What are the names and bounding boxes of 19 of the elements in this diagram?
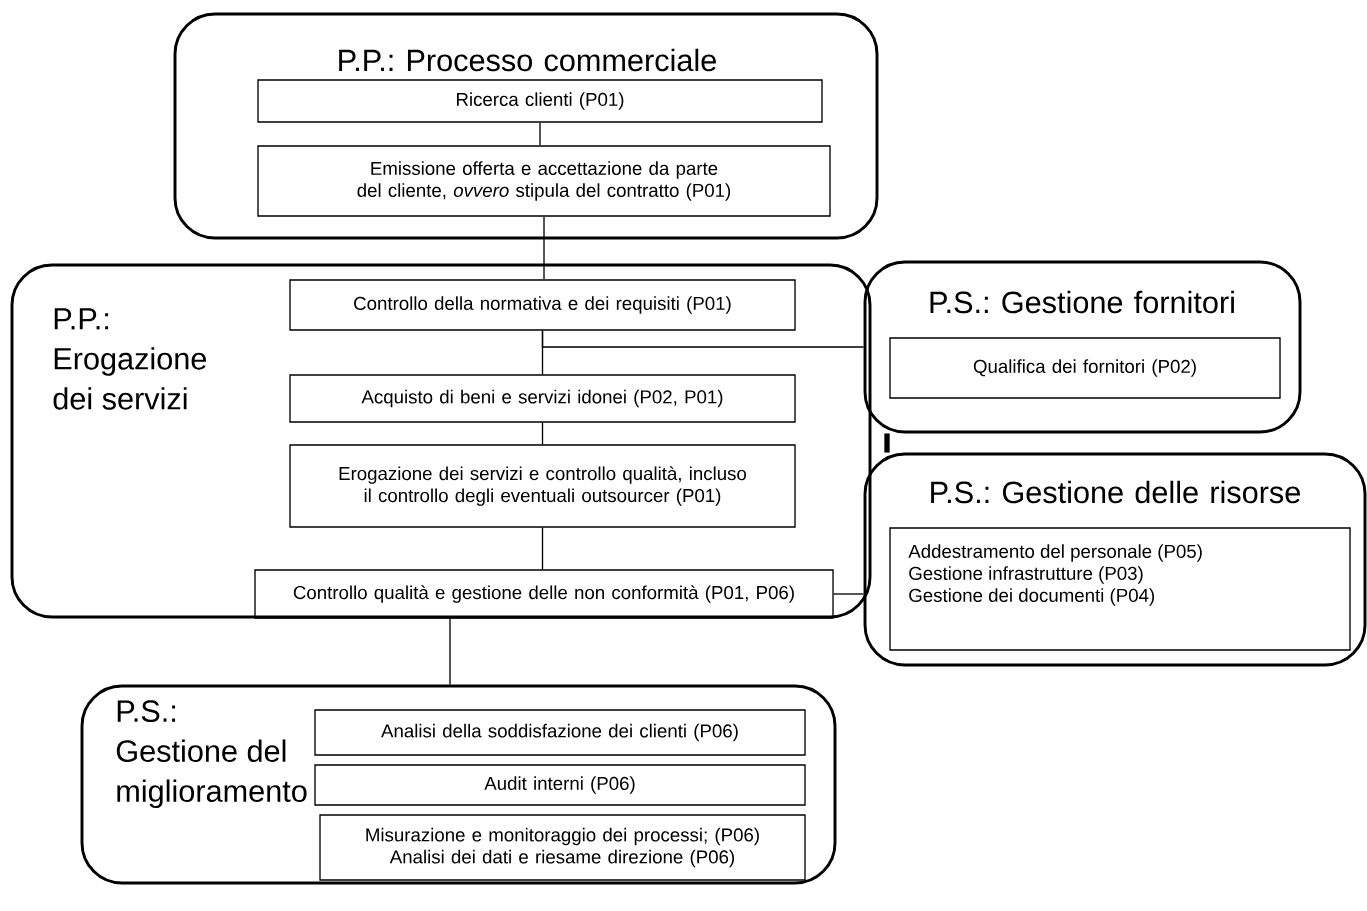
activity-box: Ricerca clienti (P01) — [257, 79, 823, 123]
activity-box: Controllo qualità e gestione delle non conformità (P01, P06) — [254, 569, 834, 619]
activity-box: Acquisto di beni e servizi idonei (P02, P01) — [289, 374, 796, 423]
activity-box: Controllo della normativa e dei requisiti (P01) — [289, 279, 796, 331]
connector-line — [539, 122, 541, 146]
connector-line — [541, 422, 544, 445]
activity-box: Qualifica dei fornitori (P02) — [889, 337, 1281, 399]
activity-box: Audit interni (P06) — [314, 764, 806, 806]
connector-line — [833, 593, 865, 595]
connector-line — [541, 330, 865, 348]
connector-line — [884, 433, 890, 453]
connector-line — [541, 527, 544, 570]
activity-box: Erogazione dei servizi e controllo qualità, incluso il controllo degli eventuali outsourcer (P01) — [289, 444, 796, 528]
activity-box: Emissione offerta e accettazione da parte del cliente, ovvero stipula del contratto (P01) — [257, 145, 831, 217]
connector-line — [449, 617, 451, 686]
activity-box: Analisi della soddisfazione dei clienti (P06) — [314, 709, 806, 756]
activity-box: Addestramento del personale (P05) Gestione infrastrutture (P03) Gestione dei documenti (P04) — [889, 527, 1351, 651]
activity-box: Misurazione e monitoraggio dei processi; (P06) Analisi dei dati e riesame direzione (P06) — [319, 814, 806, 881]
connector-line — [543, 216, 545, 280]
